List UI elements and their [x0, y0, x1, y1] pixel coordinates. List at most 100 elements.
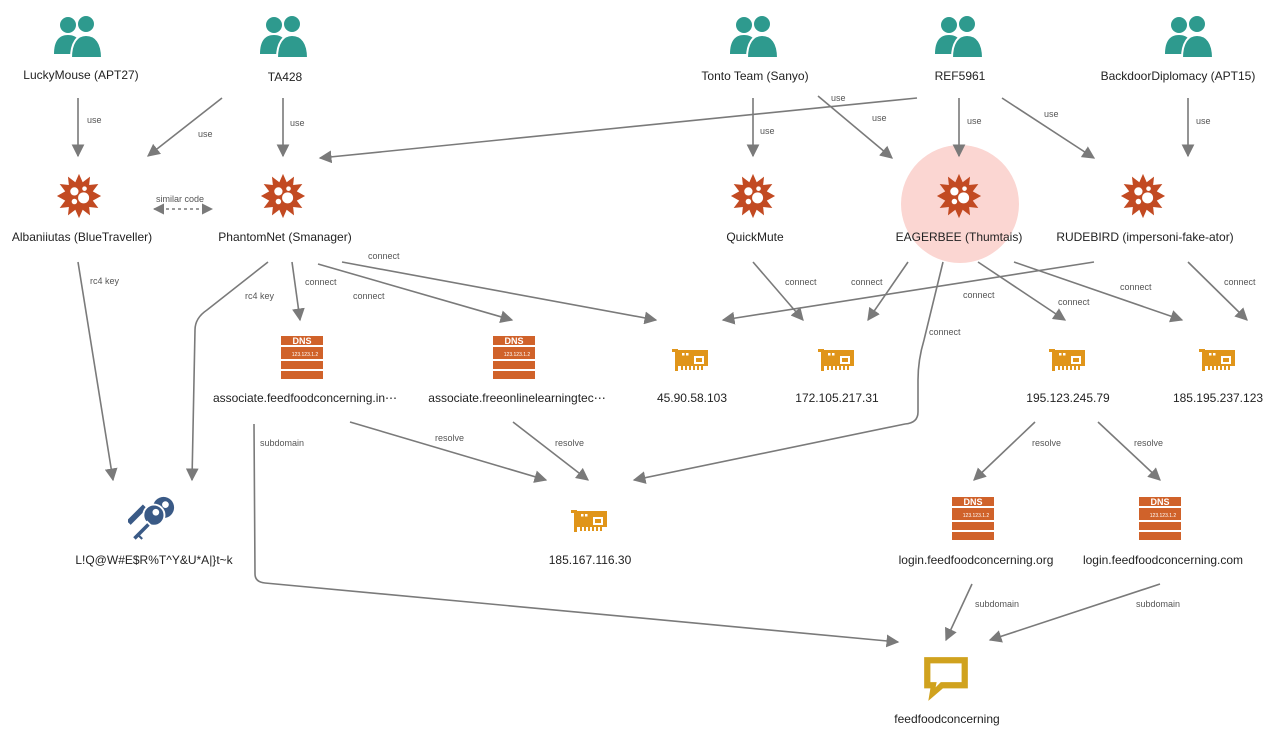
- dns-icon[interactable]: DNS 123.123.1.2: [281, 336, 323, 379]
- actor-icon[interactable]: [934, 14, 984, 59]
- dns-badge-digits: 123.123.1.2: [292, 352, 319, 358]
- node-eagerbee[interactable]: EAGERBEE (Thumtais): [896, 173, 1023, 244]
- edge-phantomnet-key: [185, 261, 269, 482]
- report-icon[interactable]: [924, 657, 968, 701]
- ip-icon[interactable]: [1049, 349, 1085, 371]
- node-label: RUDEBIRD (impersoni-fake-ator): [1056, 230, 1233, 244]
- edge-labels: use use use use use use use use use simi…: [87, 93, 1256, 609]
- actor-icon[interactable]: [729, 14, 779, 59]
- node-label: PhantomNet (Smanager): [218, 230, 351, 244]
- dns-badge-title: DNS: [504, 336, 523, 346]
- edge-label-use: use: [290, 118, 305, 128]
- edge-label-use: use: [760, 126, 775, 136]
- node-report-feedfoodconcerning[interactable]: feedfoodconcerning: [894, 657, 1000, 726]
- dns-icon[interactable]: DNS 123.123.1.2: [952, 497, 994, 540]
- edge-quickmute-ip2: [752, 261, 804, 321]
- node-ip-45-90-58-103[interactable]: 45.90.58.103: [657, 349, 727, 405]
- dns-icon[interactable]: DNS 123.123.1.2: [493, 336, 535, 379]
- edge-label-resolve: resolve: [435, 433, 464, 443]
- node-label: associate.freeonlinelearningtec⋯: [428, 391, 605, 405]
- edge-albaniiutas-key: [77, 261, 118, 482]
- edge-dns2-ip5: [512, 421, 590, 481]
- node-ip-172-105-217-31[interactable]: 172.105.217.31: [795, 349, 879, 405]
- edge-ref5961-rudebird: [1001, 97, 1096, 159]
- edge-label-connect: connect: [353, 291, 385, 301]
- node-label: 185.167.116.30: [549, 553, 632, 567]
- malware-icon[interactable]: [1120, 173, 1166, 219]
- node-label: associate.feedfoodconcerning.in⋯: [213, 391, 397, 405]
- node-luckymouse[interactable]: LuckyMouse (APT27): [23, 14, 139, 82]
- malware-icon[interactable]: [260, 173, 306, 219]
- node-tonto-team[interactable]: Tonto Team (Sanyo): [701, 14, 809, 83]
- node-label: L!Q@W#E$R%T^Y&U*A|}t~k: [75, 553, 233, 567]
- edge-label-connect: connect: [368, 251, 400, 261]
- edge-label-subdomain: subdomain: [1136, 599, 1180, 609]
- node-phantomnet[interactable]: PhantomNet (Smanager): [218, 173, 352, 244]
- ip-icon[interactable]: [571, 510, 607, 532]
- node-label: QuickMute: [726, 230, 784, 244]
- node-label: Albaniiutas (BlueTraveller): [12, 230, 152, 244]
- node-quickmute[interactable]: QuickMute: [726, 173, 784, 244]
- edge-ref5961-phantomnet: [318, 97, 918, 164]
- ip-icon[interactable]: [818, 349, 854, 371]
- node-ta428[interactable]: TA428: [259, 14, 309, 84]
- edge-dns1-ip5: [349, 421, 548, 483]
- edge-label-use: use: [1196, 116, 1211, 126]
- edge-eagerbee-ip5: [632, 261, 944, 484]
- edge-label-use: use: [967, 116, 982, 126]
- node-dns-login-com[interactable]: DNS 123.123.1.2 login.feedfoodconcerning…: [1083, 497, 1243, 567]
- node-dns-associate-feedfood[interactable]: DNS 123.123.1.2 associate.feedfoodconcer…: [213, 336, 397, 405]
- actor-icon[interactable]: [259, 14, 309, 59]
- node-backdoordiplomacy[interactable]: BackdoorDiplomacy (APT15): [1101, 14, 1256, 83]
- edge-ip3-dns3: [973, 421, 1036, 481]
- edge-rudebird-ip4: [1187, 261, 1248, 321]
- dns-badge-digits: 123.123.1.2: [963, 513, 990, 519]
- edge-eagerbee-ip3: [977, 261, 1067, 321]
- node-label: feedfoodconcerning: [894, 712, 999, 726]
- actor-icon[interactable]: [53, 14, 103, 59]
- dns-badge-title: DNS: [1150, 497, 1169, 507]
- node-label: BackdoorDiplomacy (APT15): [1101, 69, 1256, 83]
- edge-tonto-eagerbee: [817, 95, 893, 159]
- node-label: 45.90.58.103: [657, 391, 727, 405]
- edge-eagerbee-ip2: [867, 261, 909, 322]
- dns-icon[interactable]: DNS 123.123.1.2: [1139, 497, 1181, 540]
- malware-icon[interactable]: [730, 173, 776, 219]
- node-label: Tonto Team (Sanyo): [701, 69, 808, 83]
- edge-label-connect: connect: [1224, 277, 1256, 287]
- node-label: REF5961: [935, 69, 986, 83]
- edge-rudebird-ip1: [721, 261, 1095, 325]
- node-rc4-key[interactable]: L!Q@W#E$R%T^Y&U*A|}t~k: [75, 495, 234, 567]
- edge-label-use: use: [831, 93, 846, 103]
- ip-icon[interactable]: [1199, 349, 1235, 371]
- edge-phantomnet-dns2: [317, 263, 514, 323]
- edge-label-use: use: [1044, 109, 1059, 119]
- edge-dns3-report: [945, 583, 973, 642]
- node-ip-185-195-237-123[interactable]: 185.195.237.123: [1173, 349, 1263, 405]
- edge-label-connect: connect: [963, 290, 995, 300]
- node-rudebird[interactable]: RUDEBIRD (impersoni-fake-ator): [1056, 173, 1234, 244]
- edge-label-connect: connect: [305, 277, 337, 287]
- malware-icon[interactable]: [56, 173, 102, 219]
- node-ip-185-167-116-30[interactable]: 185.167.116.30: [549, 510, 632, 567]
- dns-badge-title: DNS: [963, 497, 982, 507]
- node-label: login.feedfoodconcerning.org: [899, 553, 1054, 567]
- dns-badge-title: DNS: [292, 336, 311, 346]
- node-dns-associate-freeonline[interactable]: DNS 123.123.1.2 associate.freeonlinelear…: [428, 336, 606, 405]
- node-label: LuckyMouse (APT27): [23, 68, 138, 82]
- node-ref5961[interactable]: REF5961: [934, 14, 986, 83]
- node-dns-login-org[interactable]: DNS 123.123.1.2 login.feedfoodconcerning…: [899, 497, 1054, 567]
- node-albaniiutas[interactable]: Albaniiutas (BlueTraveller): [12, 173, 152, 244]
- edge-label-connect: connect: [1058, 297, 1090, 307]
- key-icon[interactable]: [127, 495, 176, 543]
- node-label: EAGERBEE (Thumtais): [896, 230, 1023, 244]
- edge-ip3-dns4: [1097, 421, 1161, 481]
- node-label: login.feedfoodconcerning.com: [1083, 553, 1243, 567]
- node-ip-195-123-245-79[interactable]: 195.123.245.79: [1026, 349, 1110, 405]
- edge-label-connect: connect: [785, 277, 817, 287]
- edge-label-resolve: resolve: [555, 438, 584, 448]
- actor-icon[interactable]: [1164, 14, 1214, 59]
- edge-phantomnet-ip1: [341, 261, 658, 325]
- ip-icon[interactable]: [672, 349, 708, 371]
